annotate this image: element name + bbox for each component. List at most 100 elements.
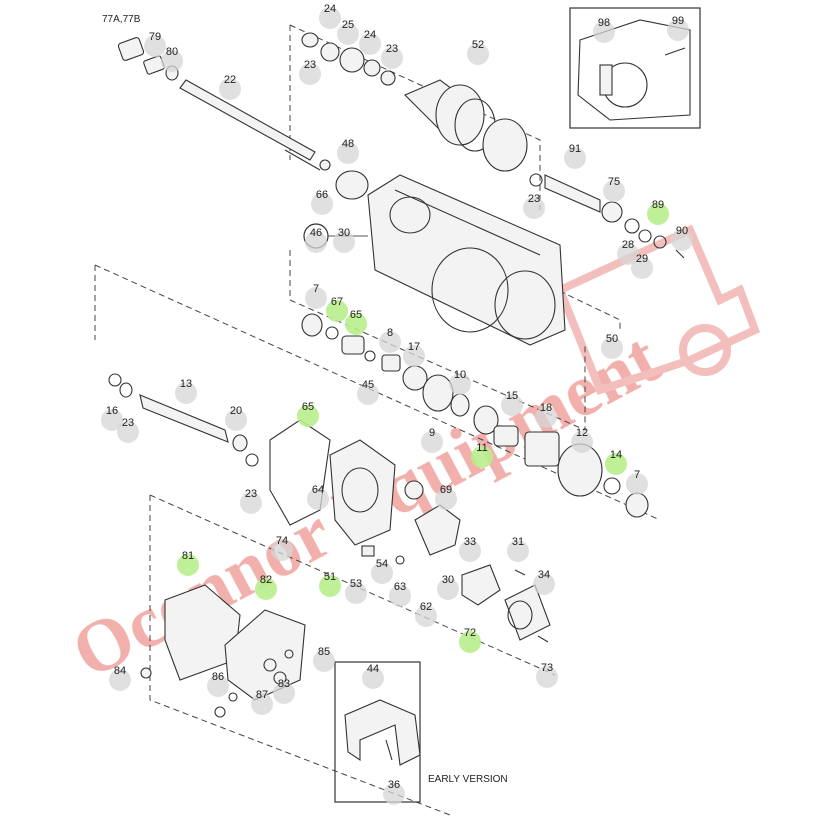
callout-44: 44 xyxy=(362,663,384,689)
callout-23: 23 xyxy=(240,488,262,514)
callout-number: 73 xyxy=(541,662,553,674)
callout-bubble xyxy=(564,147,586,169)
callout-number: 52 xyxy=(472,39,484,51)
callout-25: 25 xyxy=(337,19,359,45)
callout-bubble xyxy=(631,257,653,279)
callout-84: 84 xyxy=(109,665,131,691)
callout-bubble xyxy=(313,650,335,672)
callout-number: 23 xyxy=(245,488,257,500)
callout-bubble xyxy=(381,47,403,69)
callout-number: 90 xyxy=(676,225,688,237)
callout-number: 72 xyxy=(464,627,476,639)
callout-81: 81 xyxy=(177,550,199,576)
callout-bubble xyxy=(345,313,367,335)
callout-7: 7 xyxy=(305,283,327,309)
callout-number: 69 xyxy=(440,484,452,496)
callout-13: 13 xyxy=(175,378,197,404)
callout-bubble xyxy=(175,382,197,404)
callout-75: 75 xyxy=(603,176,625,202)
callout-bubble xyxy=(403,345,425,367)
callout-8: 8 xyxy=(379,327,401,353)
callout-number: 46 xyxy=(310,227,322,239)
callout-number: 54 xyxy=(376,558,388,570)
watermark-wheel-icon xyxy=(679,324,731,376)
callout-number: 20 xyxy=(230,405,242,417)
callout-bubble xyxy=(471,446,493,468)
callout-number: 10 xyxy=(454,369,466,381)
callout-11: 11 xyxy=(471,442,493,468)
callout-number: 25 xyxy=(342,19,354,31)
callout-bubble xyxy=(251,693,273,715)
callout-number: 24 xyxy=(324,3,336,15)
callout-bubble xyxy=(357,383,379,405)
callout-51: 51 xyxy=(319,571,341,597)
callout-52: 52 xyxy=(467,39,489,65)
callout-bubble xyxy=(297,405,319,427)
callout-bubble xyxy=(240,492,262,514)
callout-86: 86 xyxy=(207,671,229,697)
callout-number: 67 xyxy=(331,296,343,308)
callout-number: 23 xyxy=(528,193,540,205)
callout-30: 30 xyxy=(437,574,459,600)
callout-number: 23 xyxy=(122,417,134,429)
callout-number: 62 xyxy=(420,601,432,613)
callout-bubble xyxy=(371,562,393,584)
callout-bubble xyxy=(449,373,471,395)
callout-22: 22 xyxy=(219,74,241,100)
callout-74: 74 xyxy=(271,535,293,561)
callout-23: 23 xyxy=(381,43,403,69)
callout-bubble xyxy=(117,421,139,443)
callout-98: 98 xyxy=(593,17,615,43)
callout-14: 14 xyxy=(605,449,627,475)
callout-number: 85 xyxy=(318,646,330,658)
callout-31: 31 xyxy=(507,536,529,562)
callout-number: 87 xyxy=(256,689,268,701)
callout-number: 17 xyxy=(408,341,420,353)
callout-bubble xyxy=(359,33,381,55)
callout-50: 50 xyxy=(601,333,623,359)
callout-83: 83 xyxy=(273,678,295,704)
callout-number: 34 xyxy=(538,569,550,581)
callout-bubble xyxy=(421,431,443,453)
callout-89: 89 xyxy=(647,199,669,225)
callout-bubble xyxy=(467,43,489,65)
callout-bubble xyxy=(533,573,555,595)
callout-bubble xyxy=(389,585,411,607)
callout-91: 91 xyxy=(564,143,586,169)
callout-23: 23 xyxy=(299,59,321,85)
callout-number: 48 xyxy=(342,138,354,150)
parts-top xyxy=(117,32,685,259)
watermark: Oconnor Equipment xyxy=(59,224,761,695)
callout-number: 30 xyxy=(338,227,350,239)
callout-number: 75 xyxy=(608,176,620,188)
callout-10: 10 xyxy=(449,369,471,395)
callout-82: 82 xyxy=(255,574,277,600)
callout-9: 9 xyxy=(421,427,443,453)
callout-bubble xyxy=(617,243,639,265)
watermark-truck-icon xyxy=(554,224,761,395)
callout-20: 20 xyxy=(225,405,247,431)
callout-bubble xyxy=(337,23,359,45)
callout-bubble xyxy=(459,540,481,562)
callout-bubble xyxy=(299,63,321,85)
callout-64: 64 xyxy=(307,484,329,510)
callout-29: 29 xyxy=(631,253,653,279)
callout-number: 86 xyxy=(212,671,224,683)
callout-bubble xyxy=(536,666,558,688)
callout-bubble xyxy=(161,50,183,72)
callout-number: 30 xyxy=(442,574,454,586)
callout-36: 36 xyxy=(383,779,405,805)
callout-66: 66 xyxy=(311,189,333,215)
callout-bubble xyxy=(273,682,295,704)
callout-bubble xyxy=(271,539,293,561)
callout-number: 7 xyxy=(634,469,640,481)
callout-bubble xyxy=(603,180,625,202)
callout-number: 99 xyxy=(672,15,684,27)
callout-bubble xyxy=(311,193,333,215)
callout-number: 11 xyxy=(476,442,487,454)
callout-bubble xyxy=(362,667,384,689)
callout-bubble xyxy=(535,406,557,428)
callout-bubble xyxy=(337,142,359,164)
callout-number: 44 xyxy=(367,663,379,675)
